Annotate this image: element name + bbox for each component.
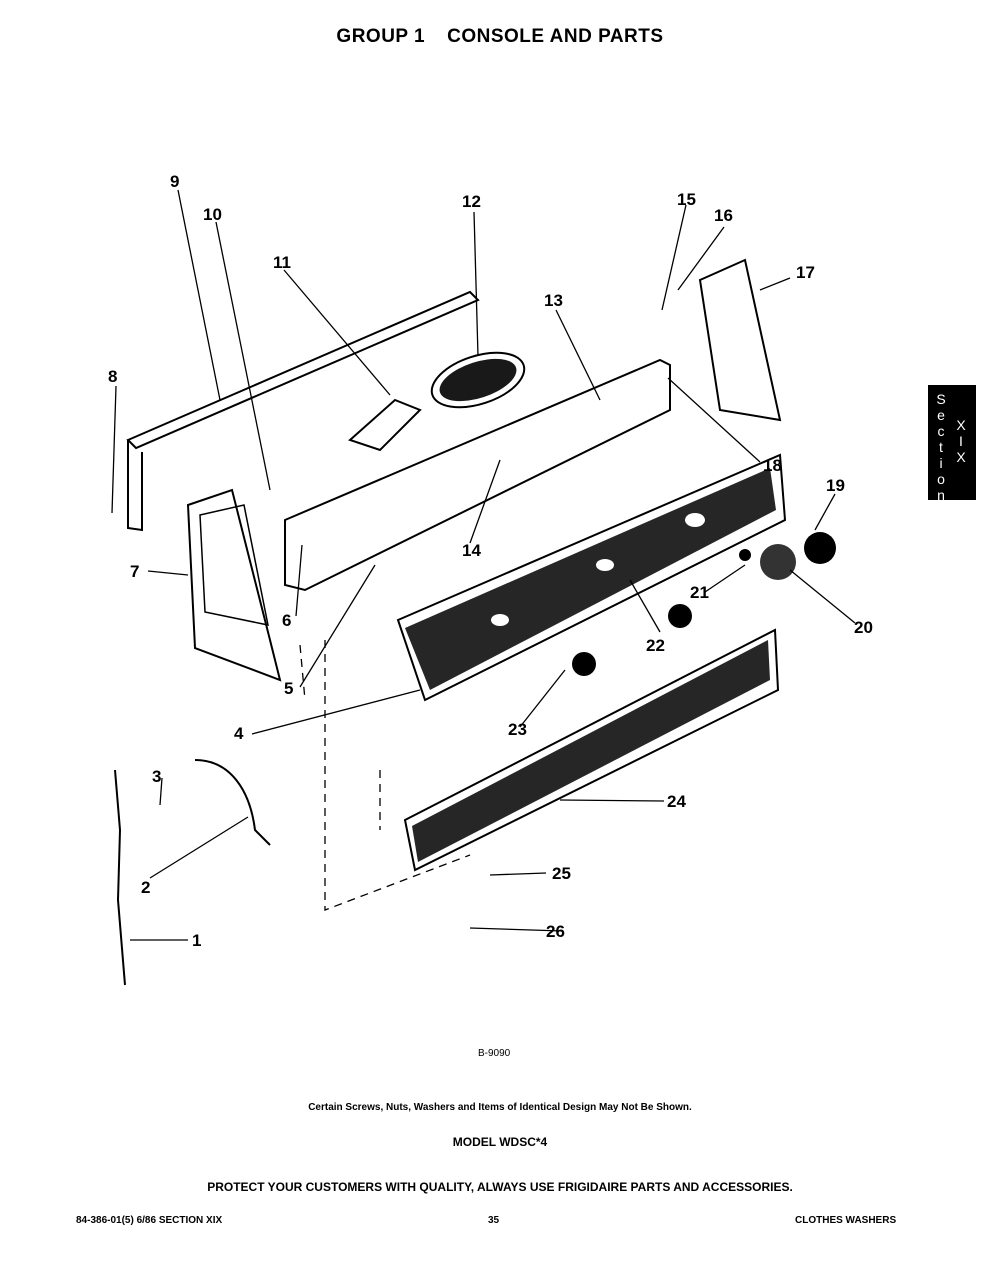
callout-labels: 1 2 3 4 5 6 7 8 9 10 11 12 13 14 15 16 1…	[108, 172, 873, 950]
power-cord	[194, 759, 271, 846]
group-label: GROUP 1	[336, 26, 426, 47]
callout-8: 8	[108, 367, 117, 386]
callout-12: 12	[462, 192, 481, 211]
callout-1: 1	[192, 931, 201, 950]
callout-3: 3	[152, 767, 161, 786]
callout-17: 17	[796, 263, 815, 282]
callout-21: 21	[690, 583, 709, 602]
page-title: GROUP 1 CONSOLE AND PARTS	[0, 26, 1000, 48]
callout-19: 19	[826, 476, 845, 495]
group-title: CONSOLE AND PARTS	[447, 26, 664, 47]
callout-10: 10	[203, 205, 222, 224]
callout-22: 22	[646, 636, 665, 655]
front-trim	[403, 628, 780, 872]
back-panel	[126, 290, 480, 450]
callout-18: 18	[763, 456, 782, 475]
callout-6: 6	[282, 611, 291, 630]
footer-right: CLOTHES WASHERS	[795, 1215, 897, 1226]
page-number: 35	[488, 1215, 500, 1226]
callout-9: 9	[170, 172, 179, 191]
callout-5: 5	[284, 679, 293, 698]
section-word: S e c t i o n	[936, 391, 946, 503]
control-panel	[396, 453, 787, 702]
back-panel-body	[127, 440, 143, 532]
callout-24: 24	[667, 792, 686, 811]
callout-11: 11	[273, 253, 291, 272]
side-bracket	[698, 258, 782, 422]
slogan: PROTECT YOUR CUSTOMERS WITH QUALITY, ALW…	[207, 1180, 793, 1194]
callout-26: 26	[546, 922, 565, 941]
callout-23: 23	[508, 720, 527, 739]
diagram-code: B-9090	[478, 1048, 511, 1059]
callout-16: 16	[714, 206, 733, 225]
end-cap	[186, 488, 282, 682]
callout-4: 4	[234, 724, 244, 743]
model-number: MODEL WDSC*4	[452, 1135, 548, 1149]
callout-13: 13	[544, 291, 563, 310]
section-tab: S e c t i o n X I X	[928, 385, 976, 503]
timer	[430, 351, 526, 409]
callout-14: 14	[462, 541, 481, 560]
callout-7: 7	[130, 562, 139, 581]
callout-25: 25	[552, 864, 571, 883]
switch	[348, 398, 422, 452]
callout-15: 15	[677, 190, 696, 209]
callout-2: 2	[141, 878, 150, 897]
control-bracket	[284, 358, 671, 592]
disclaimer-note: Certain Screws, Nuts, Washers and Items …	[308, 1102, 692, 1113]
callout-20: 20	[854, 618, 873, 637]
footer-left: 84-386-01(5) 6/86 SECTION XIX	[76, 1215, 223, 1226]
wire-harness	[114, 769, 126, 986]
section-numeral: X I X	[956, 417, 966, 465]
